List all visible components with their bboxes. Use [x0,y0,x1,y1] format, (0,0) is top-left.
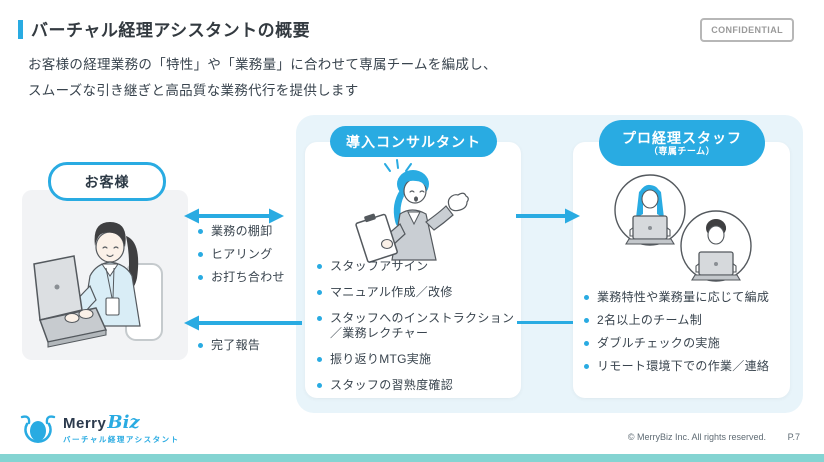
bullet-dot [317,316,322,321]
bullet-dot [584,364,589,369]
staff-feature-label: リモート環境下での作業／連絡 [597,359,770,373]
bullet-dot [317,383,322,388]
list-item: ダブルチェックの実施 [584,336,786,351]
staff-sublabel: （専属チーム） [648,145,716,156]
merrybiz-logo: Merry Biz バーチャル経理アシスタント [20,412,180,445]
completion-item-label: 完了報告 [211,338,261,352]
consultant-task-label: 振り返りMTG実施 [330,352,432,366]
subtitle-line-2: スムーズな引き継ぎと高品質な業務代行を提供します [28,83,359,98]
handoff-item-label: ヒアリング [211,247,273,261]
subtitle-line-1: お客様の経理業務の「特性」や「業務量」に合わせて専属チームを編成し、 [28,57,497,72]
slide-subtitle: お客様の経理業務の「特性」や「業務量」に合わせて専属チームを編成し、 スムーズな… [28,52,497,104]
footer-accent-bar [0,454,824,462]
arrow-right-consultant-staff-icon [516,208,580,224]
bullet-dot [317,290,322,295]
customer-label-pill: お客様 [48,162,166,201]
page-number: P.7 [787,432,800,442]
arrow-left-consultant-customer-icon [184,315,302,331]
staff-team-illustration [614,174,752,282]
arrow-bidirectional-customer-consultant-icon [184,208,284,224]
list-item: スタッフへのインストラクション／業務レクチャー [317,311,515,341]
list-item: 業務特性や業務量に応じて編成 [584,290,786,305]
list-item: リモート環境下での作業／連絡 [584,359,786,374]
list-item: お打ち合わせ [198,270,298,285]
completion-list: 完了報告 [198,338,298,353]
handoff-item-label: 業務の棚卸 [211,224,273,238]
list-item: ヒアリング [198,247,298,262]
consultant-task-label: マニュアル作成／改修 [330,285,453,299]
staff-feature-label: 業務特性や業務量に応じて編成 [597,290,770,304]
bullet-dot [584,318,589,323]
consultant-task-label: スタッフの習熟度確認 [330,378,454,392]
consultant-label-pill: 導入コンサルタント [330,126,497,157]
consultant-task-label: スタッフアサイン [330,259,429,273]
staff-feature-label: 2名以上のチーム制 [597,313,703,327]
brand-tagline: バーチャル経理アシスタント [63,435,180,444]
handoff-list: 業務の棚卸 ヒアリング お打ち合わせ [198,224,298,293]
list-item: 2名以上のチーム制 [584,313,786,328]
consultant-task-label: スタッフへのインストラクション／業務レクチャー [330,311,515,340]
staff-feature-list: 業務特性や業務量に応じて編成 2名以上のチーム制 ダブルチェックの実施 リモート… [584,290,786,382]
bullet-dot [317,357,322,362]
staff-feature-label: ダブルチェックの実施 [597,336,721,350]
copyright-text: © MerryBiz Inc. All rights reserved. [627,432,766,442]
staff-label-pill: プロ経理スタッフ （専属チーム） [599,120,765,166]
connector-line-staff-consultant [517,321,573,324]
bullet-dot [198,229,203,234]
staff-label: プロ経理スタッフ [622,129,742,146]
bullet-dot [198,252,203,257]
brand-text: Merry Biz バーチャル経理アシスタント [63,412,180,445]
confidential-badge: CONFIDENTIAL [700,18,794,42]
handoff-item-label: お打ち合わせ [211,270,285,284]
bullet-dot [584,341,589,346]
consultant-task-list: スタッフアサイン マニュアル作成／改修 スタッフへのインストラクション／業務レク… [317,259,515,404]
list-item: 業務の棚卸 [198,224,298,239]
list-item: 完了報告 [198,338,298,353]
customer-illustration [33,222,163,348]
page-title: バーチャル経理アシスタントの概要 [31,21,311,40]
list-item: スタッフアサイン [317,259,515,274]
merrybiz-bug-icon [20,415,56,443]
bullet-dot [584,295,589,300]
bullet-dot [198,343,203,348]
bullet-dot [317,264,322,269]
brand-name-primary: Merry [63,415,107,432]
list-item: マニュアル作成／改修 [317,285,515,300]
consultant-illustration [355,159,469,263]
title-accent-bar [18,20,23,39]
list-item: スタッフの習熟度確認 [317,378,515,393]
list-item: 振り返りMTG実施 [317,352,515,367]
staff-panel [573,142,790,398]
brand-name-secondary: Biz [107,412,140,433]
bullet-dot [198,275,203,280]
